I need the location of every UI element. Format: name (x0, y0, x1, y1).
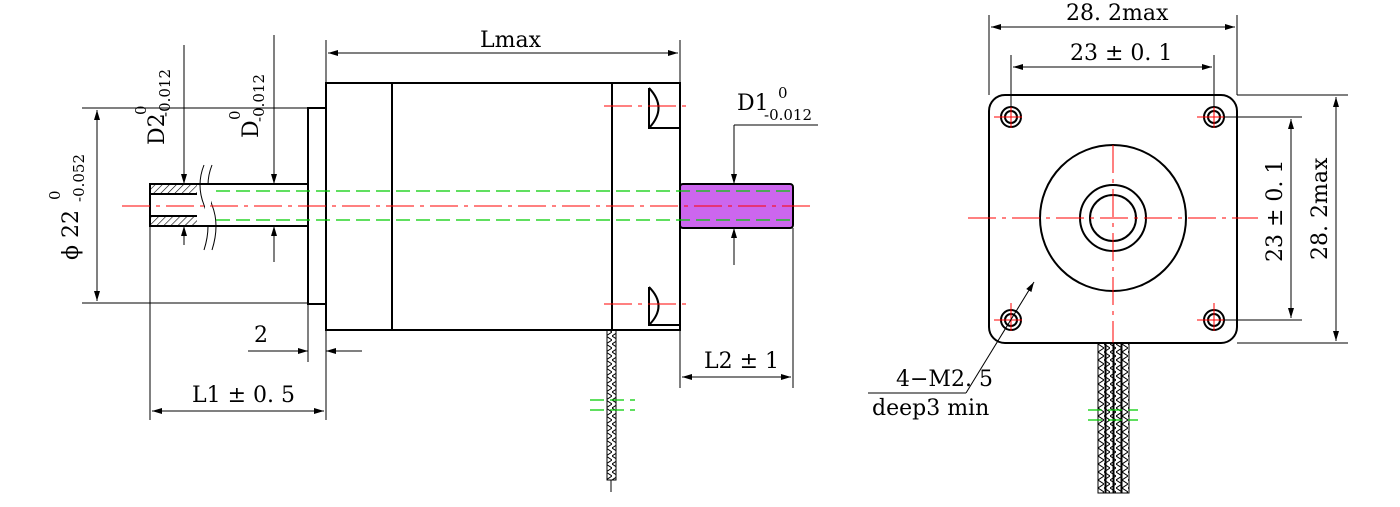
thread-spec-label: 4−M2. 5 (896, 367, 993, 392)
svg-text:0: 0 (778, 84, 788, 102)
svg-text:0: 0 (226, 110, 244, 120)
svg-text:0: 0 (132, 105, 150, 115)
mounting-holes (994, 100, 1231, 337)
l1-label: L1 ± 0. 5 (192, 383, 295, 408)
svg-text:0: 0 (46, 190, 64, 200)
rear-shaft-hatch-top (151, 185, 197, 194)
svg-text:-0.052: -0.052 (70, 154, 88, 202)
svg-text:-0.012: -0.012 (156, 69, 174, 117)
side-view: Lmax D2 0 -0.012 D 0 -0.012 ϕ 22 0 -0.05… (46, 28, 818, 492)
front-lead-wires (1088, 342, 1138, 494)
front-view: 28. 2max 23 ± 0. 1 23 ± 0. 1 28. 2max 4−… (868, 1, 1348, 494)
width-max-label: 28. 2max (1066, 1, 1169, 26)
svg-text:-0.012: -0.012 (764, 106, 812, 124)
dim-2-label: 2 (254, 323, 268, 348)
svg-text:D: D (239, 120, 264, 138)
d2-label: D2 0 -0.012 (132, 69, 174, 145)
phi22-label: ϕ 22 0 -0.052 (46, 154, 88, 260)
hole-pitch-h-label: 23 ± 0. 1 (1070, 41, 1172, 66)
svg-text:D2: D2 (145, 113, 170, 145)
thread-leader (965, 281, 1035, 394)
thread-depth-label: deep3 min (872, 396, 989, 421)
l2-label: L2 ± 1 (704, 349, 779, 374)
rear-shaft (149, 183, 309, 227)
height-max-label: 28. 2max (1308, 157, 1333, 260)
d1-label: D1 0 -0.012 (737, 84, 812, 124)
bearing-recess-top (648, 87, 680, 129)
break-line (199, 164, 209, 251)
lead-wire (606, 329, 617, 481)
lmax-label: Lmax (480, 28, 542, 53)
svg-text:D1: D1 (737, 91, 769, 116)
svg-text:ϕ 22: ϕ 22 (59, 210, 84, 260)
rear-shaft-hatch-bottom (151, 216, 197, 225)
front-flange (988, 94, 1238, 344)
hole-pitch-v-label: 23 ± 0. 1 (1263, 160, 1288, 262)
bearing-recess-bottom (648, 286, 680, 326)
svg-text:-0.012: -0.012 (250, 74, 268, 122)
d-label: D 0 -0.012 (226, 74, 268, 138)
